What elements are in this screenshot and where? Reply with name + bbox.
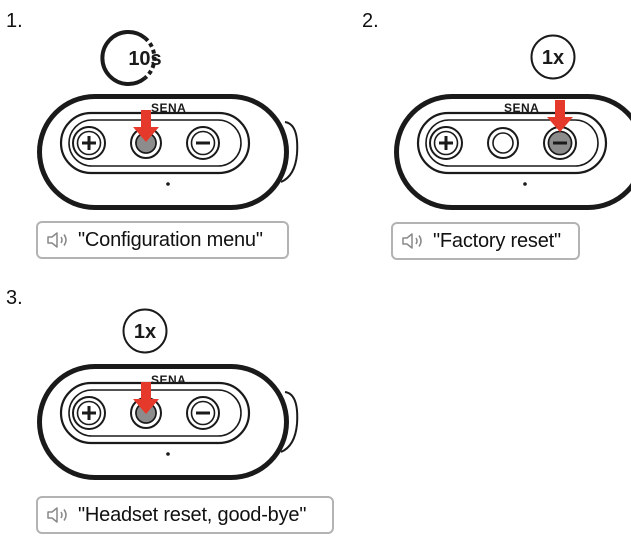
step-2-brand-logo: SENA: [504, 101, 539, 115]
hold-timer-icon: 10s: [100, 30, 162, 86]
speaker-icon: [47, 507, 67, 523]
step-2-voice-prompt: "Factory reset": [391, 222, 580, 260]
tap-once-icon: 1x: [530, 34, 576, 80]
tap-once-icon: 1x: [122, 308, 168, 354]
step-2-device: [392, 92, 631, 212]
speaker-icon: [402, 233, 422, 249]
step-1-number: 1.: [6, 10, 23, 32]
step-1-voice-prompt: "Configuration menu": [36, 221, 289, 259]
step-3-brand-logo: SENA: [151, 373, 186, 387]
step-3-number: 3.: [6, 287, 23, 309]
step-1-voice-prompt-text: "Configuration menu": [78, 228, 263, 251]
step-1-press-label: 10s: [128, 48, 161, 70]
step-3-press-label: 1x: [134, 321, 156, 343]
step-2-press-label: 1x: [542, 47, 564, 69]
step-2-voice-prompt-text: "Factory reset": [433, 229, 561, 252]
step-2-number: 2.: [362, 10, 379, 32]
speaker-icon: [47, 232, 67, 248]
step-1-brand-logo: SENA: [151, 101, 186, 115]
step-3-voice-prompt-text: "Headset reset, good-bye": [78, 503, 307, 526]
step-3-voice-prompt: "Headset reset, good-bye": [36, 496, 334, 534]
